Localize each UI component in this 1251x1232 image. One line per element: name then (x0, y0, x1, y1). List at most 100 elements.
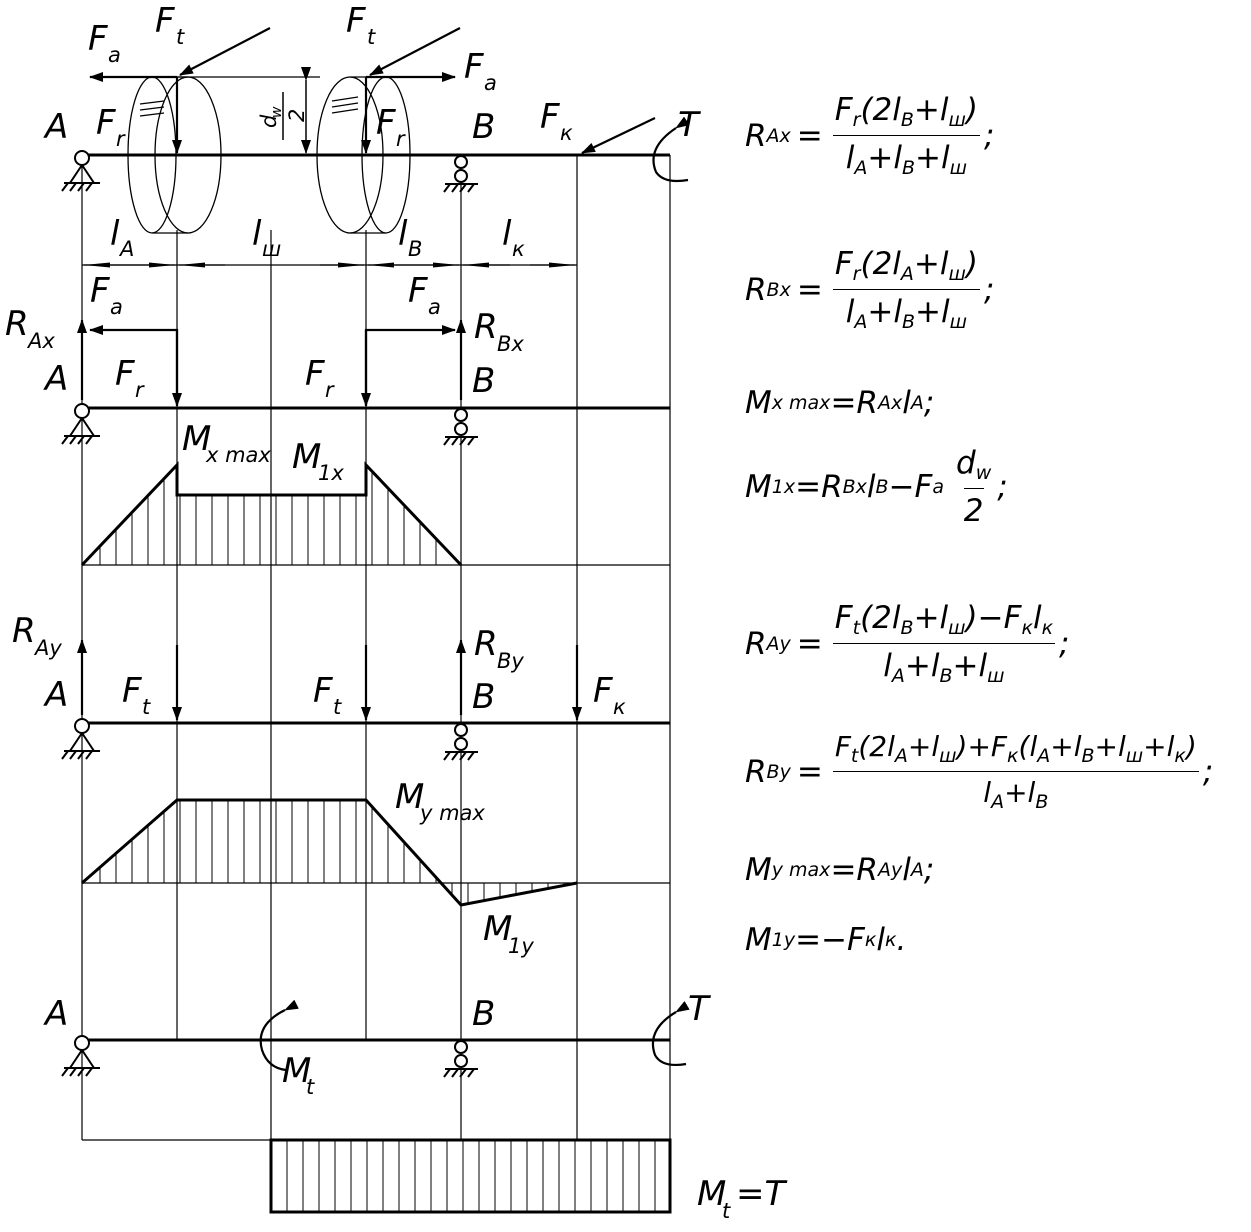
svg-text:M: M (697, 1174, 726, 1214)
svg-text:t: t (367, 25, 376, 49)
svg-text:M: M (395, 777, 424, 817)
label-a-x: A (43, 359, 68, 399)
torsion-section: A B T Mt M t =T (43, 989, 787, 1223)
svg-text:t: t (722, 1199, 731, 1223)
svg-text:F: F (376, 103, 396, 143)
shaft-section: d w 2 (43, 1, 701, 268)
label-b-x: B (472, 361, 495, 401)
svg-text:F: F (155, 1, 175, 41)
my-moment-diagram: My max M1y (81, 777, 578, 958)
svg-text:2: 2 (285, 109, 309, 122)
my-moment-outline (81, 798, 578, 907)
svg-text:Ax: Ax (26, 329, 55, 353)
svg-text:l: l (110, 214, 120, 254)
svg-text:t: t (176, 25, 185, 49)
svg-text:F: F (88, 19, 108, 59)
fk-arrow (581, 117, 656, 154)
support-b-y (443, 723, 478, 761)
svg-text:F: F (115, 354, 135, 394)
mx-moment-outline (80, 461, 463, 567)
svg-text:a: a (110, 295, 123, 319)
support-b-x (443, 408, 478, 446)
svg-text:M: M (483, 909, 512, 949)
support-a-x (61, 403, 100, 445)
svg-text:1y: 1y (508, 934, 534, 958)
svg-text:R: R (12, 611, 36, 651)
svg-text:к: к (613, 695, 626, 719)
svg-text:r: r (325, 378, 335, 402)
label-b-top: B (472, 107, 495, 147)
label-t-top: T (678, 105, 701, 145)
svg-text:F: F (305, 354, 325, 394)
svg-text:t: t (306, 1075, 315, 1099)
t-torque-symbol (651, 1001, 690, 1067)
svg-text:R: R (474, 624, 498, 664)
label-my-max: My max (395, 777, 485, 825)
svg-text:a: a (484, 71, 497, 95)
svg-text:к: к (512, 237, 525, 261)
label-mt: Mt (282, 1051, 315, 1099)
label-b-y: B (472, 677, 495, 717)
ft-arrow-left (179, 27, 271, 76)
label-a-y: A (43, 675, 68, 715)
svg-text:F: F (96, 103, 116, 143)
support-b-t (443, 1040, 478, 1078)
svg-text:r: r (116, 127, 126, 151)
ft-arrow-right (369, 27, 461, 76)
svg-text:a: a (108, 43, 121, 67)
svg-text:R: R (5, 304, 29, 344)
svg-text:x max: x max (205, 443, 271, 467)
svg-text:l: l (502, 214, 512, 254)
label-a-top: A (43, 107, 68, 147)
svg-text:к: к (560, 121, 573, 145)
svg-text:ш: ш (262, 237, 281, 261)
svg-text:A: A (118, 237, 134, 261)
svg-text:B: B (408, 237, 422, 261)
svg-text:y max: y max (419, 801, 485, 825)
svg-text:By: By (497, 649, 524, 673)
svg-text:l: l (398, 214, 408, 254)
svg-text:F: F (464, 47, 484, 87)
svg-text:R: R (474, 307, 498, 347)
torque-t-top (652, 116, 690, 183)
svg-text:a: a (428, 295, 441, 319)
svg-text:=T: =T (736, 1174, 787, 1214)
svg-text:l: l (252, 214, 262, 254)
label-m1x: M1x (292, 437, 344, 485)
svg-text:M: M (292, 437, 321, 477)
support-a-y (61, 718, 100, 760)
svg-text:M: M (282, 1051, 311, 1091)
mt-hatching (286, 1140, 656, 1212)
support-a-t (61, 1035, 100, 1077)
svg-text:r: r (396, 127, 406, 151)
mx-hatching (99, 471, 437, 565)
label-mt-eq: M t =T (697, 1174, 787, 1223)
label-mx-max: Mx max (182, 419, 271, 467)
svg-text:F: F (346, 1, 366, 41)
svg-text:M: M (182, 419, 211, 459)
